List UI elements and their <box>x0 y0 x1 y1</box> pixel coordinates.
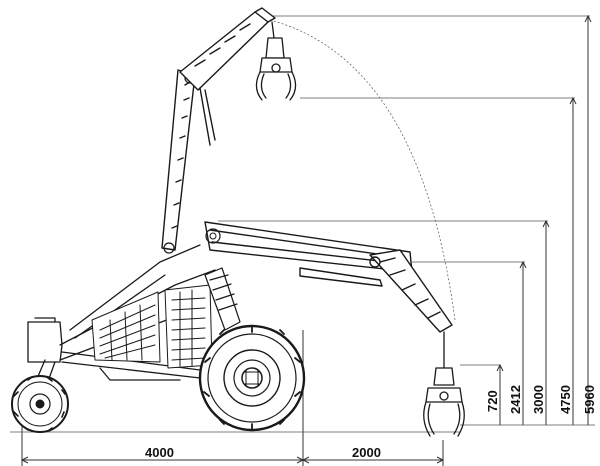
rear-wheel <box>11 375 69 433</box>
main-column <box>161 69 196 254</box>
dim-label-4750: 4750 <box>558 385 573 414</box>
lift-cylinder <box>204 267 241 331</box>
cab-grille <box>164 284 213 369</box>
dim-label-3000: 3000 <box>531 385 546 414</box>
upper-grapple <box>255 21 297 101</box>
reach-arc <box>269 19 456 321</box>
vertical-dimension-lines <box>496 14 592 425</box>
engine-block <box>91 291 161 363</box>
lower-grapple <box>423 331 465 437</box>
upper-jib <box>179 7 276 146</box>
main-wheel <box>198 324 306 432</box>
dim-label-5960: 5960 <box>582 385 597 414</box>
lower-boom <box>204 221 413 287</box>
forwarder-machine <box>11 7 465 437</box>
dim-label-720: 720 <box>485 390 500 412</box>
dim-label-2412: 2412 <box>508 385 523 414</box>
reference-lines <box>218 15 595 426</box>
dim-label-4000: 4000 <box>145 445 174 460</box>
dim-label-2000: 2000 <box>352 445 381 460</box>
lower-jib <box>369 249 453 333</box>
